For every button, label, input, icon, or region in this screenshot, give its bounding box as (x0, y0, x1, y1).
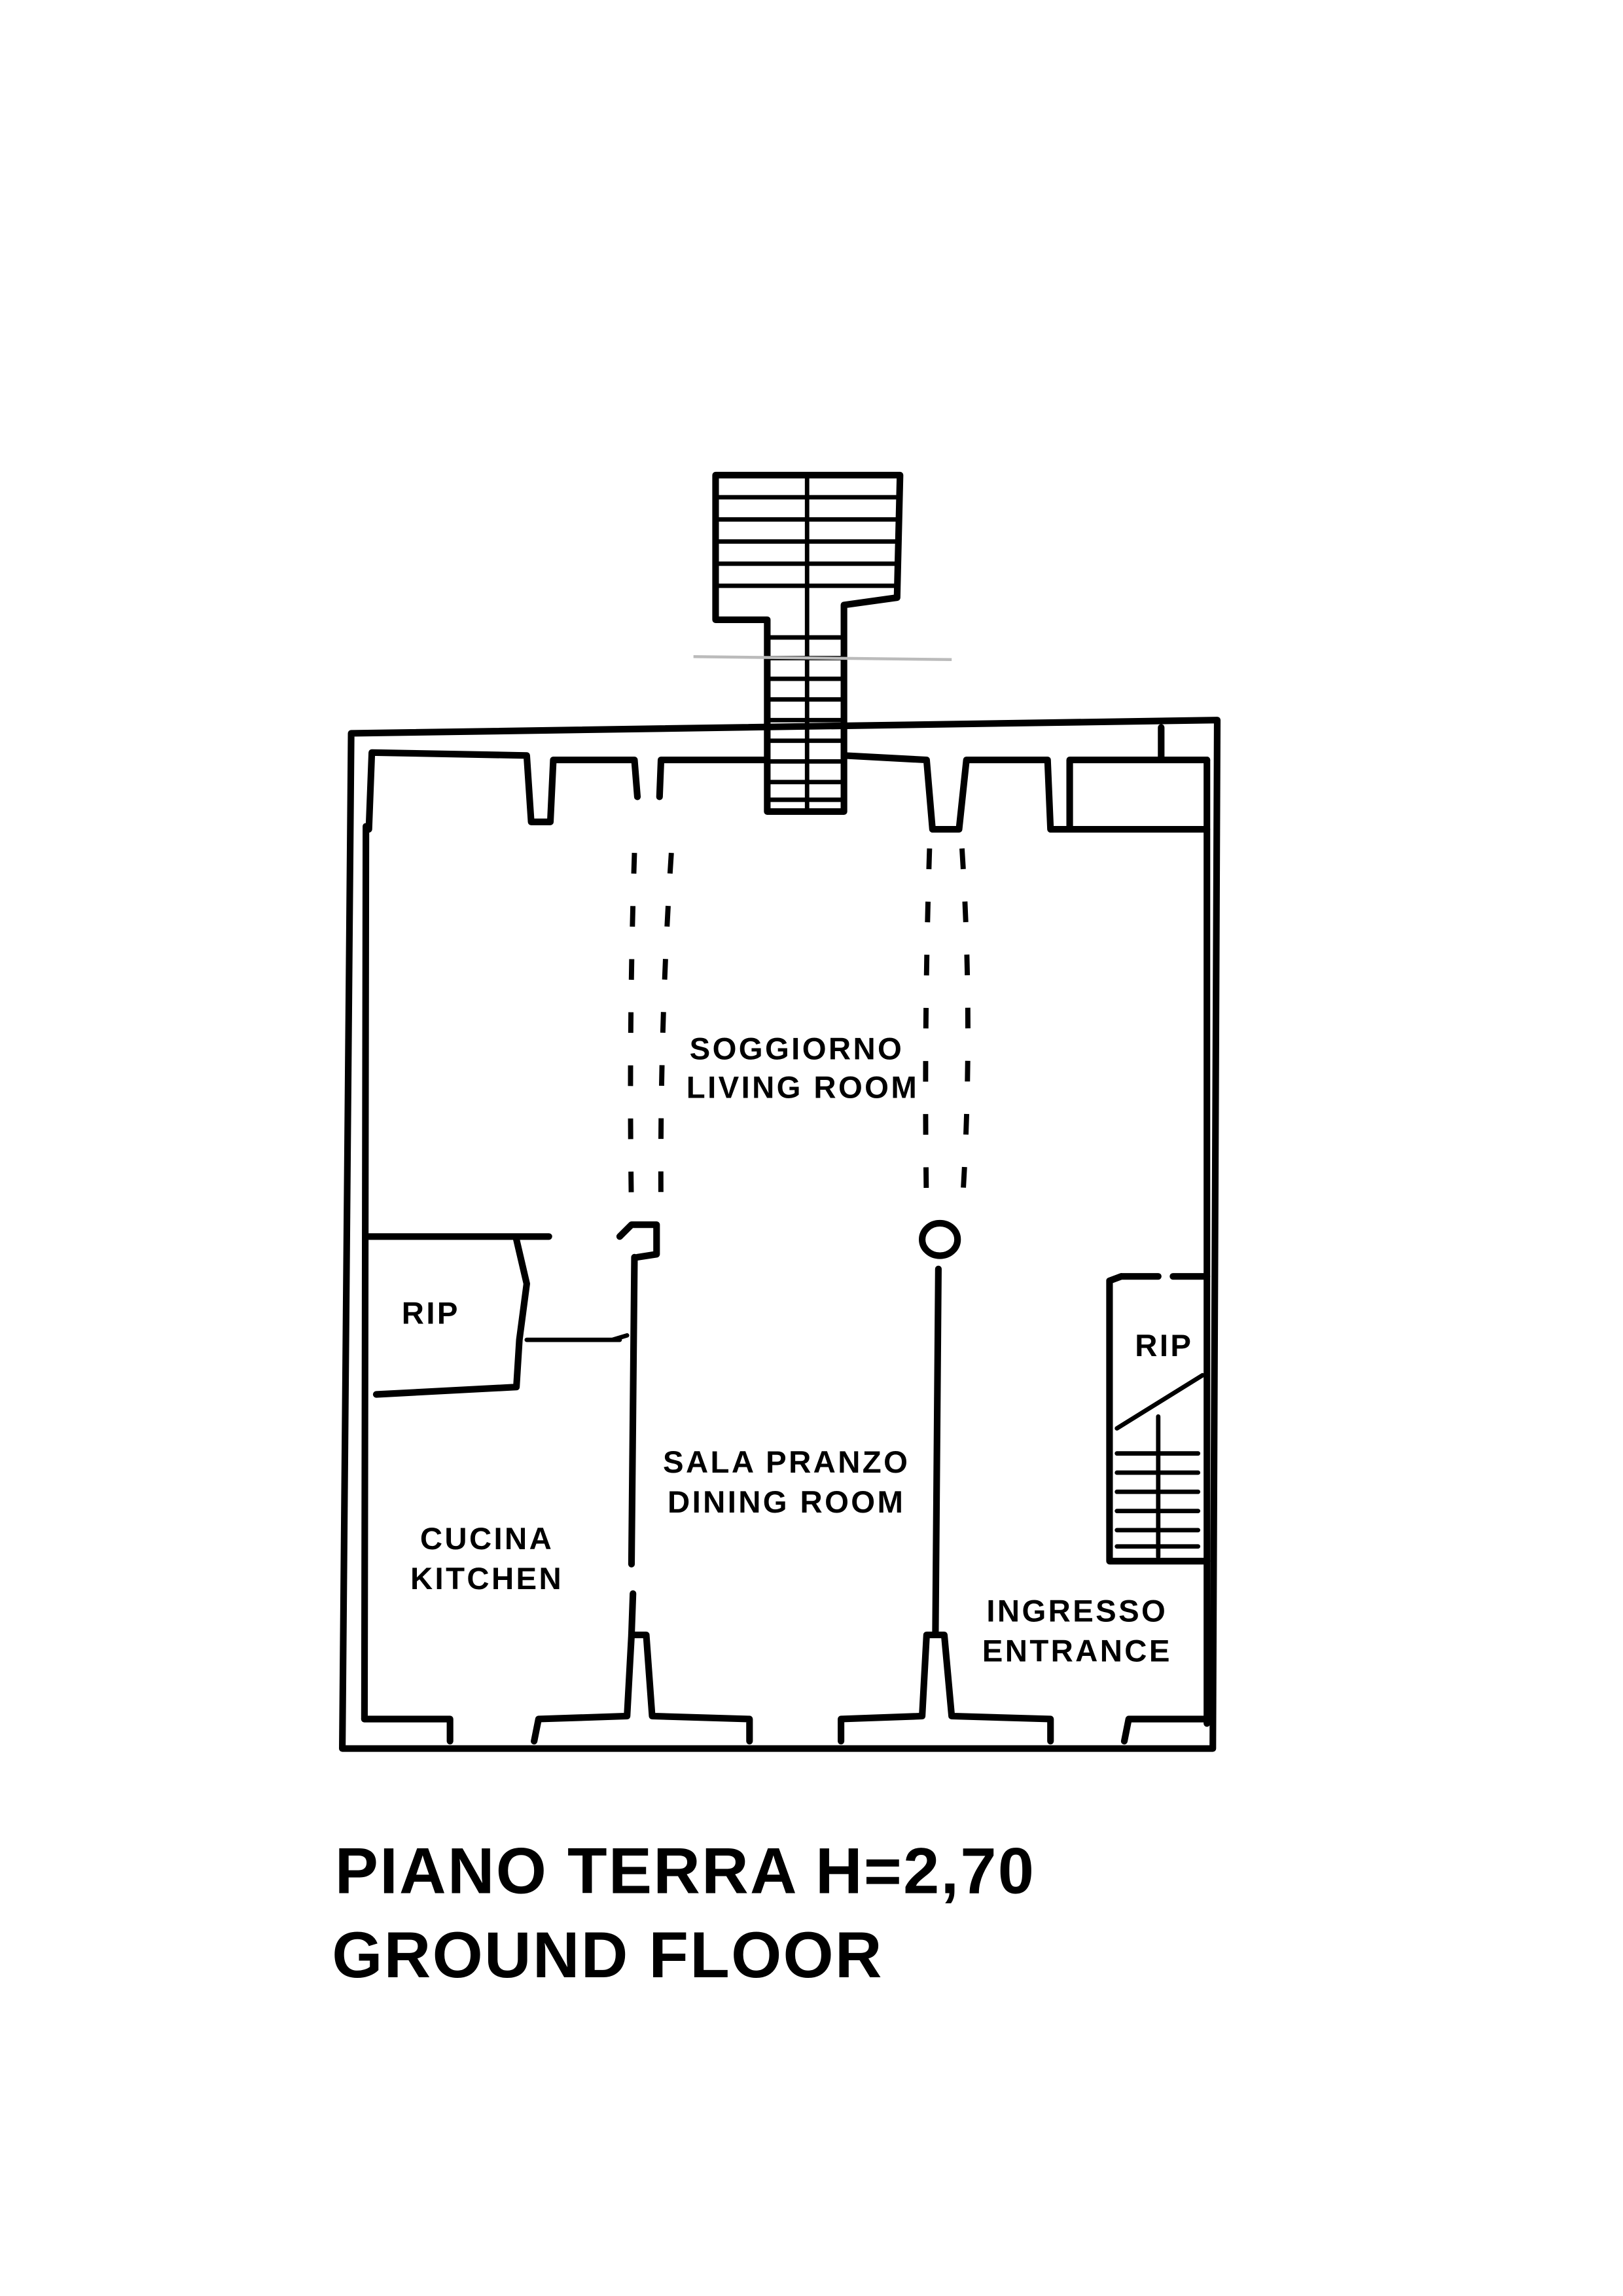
partition-walls (628, 1253, 942, 1639)
inner-wall-top (365, 724, 1211, 833)
room-label-dining-en: DINING ROOM (668, 1485, 905, 1520)
room-label-storage-left: RIP (402, 1296, 460, 1331)
room-label-entrance-it: INGRESSO (986, 1594, 1168, 1629)
plan-title: PIANO TERRA H=2,70 (335, 1835, 1035, 1908)
external-staircase (693, 471, 952, 816)
room-label-living-it: SOGGIORNO (690, 1032, 904, 1067)
storage-left-door-line (524, 1333, 630, 1342)
room-label-storage-right: RIP (1135, 1329, 1193, 1363)
room-label-entrance-en: ENTRANCE (982, 1634, 1172, 1669)
internal-staircase (1106, 1273, 1211, 1565)
column-right (919, 1219, 961, 1259)
column-left (616, 1221, 660, 1261)
room-label-kitchen-it: CUCINA (420, 1522, 554, 1556)
room-label-dining-it: SALA PRANZO (663, 1445, 910, 1480)
room-label-living-en: LIVING ROOM (687, 1070, 919, 1105)
plan-subtitle: GROUND FLOOR (332, 1919, 883, 1992)
inner-wall-bottom (361, 1631, 1211, 1745)
outer-wall (338, 717, 1221, 1752)
room-label-kitchen-en: KITCHEN (410, 1562, 563, 1596)
storage-left-walls (365, 1233, 552, 1398)
arch-outlines (628, 848, 971, 1210)
